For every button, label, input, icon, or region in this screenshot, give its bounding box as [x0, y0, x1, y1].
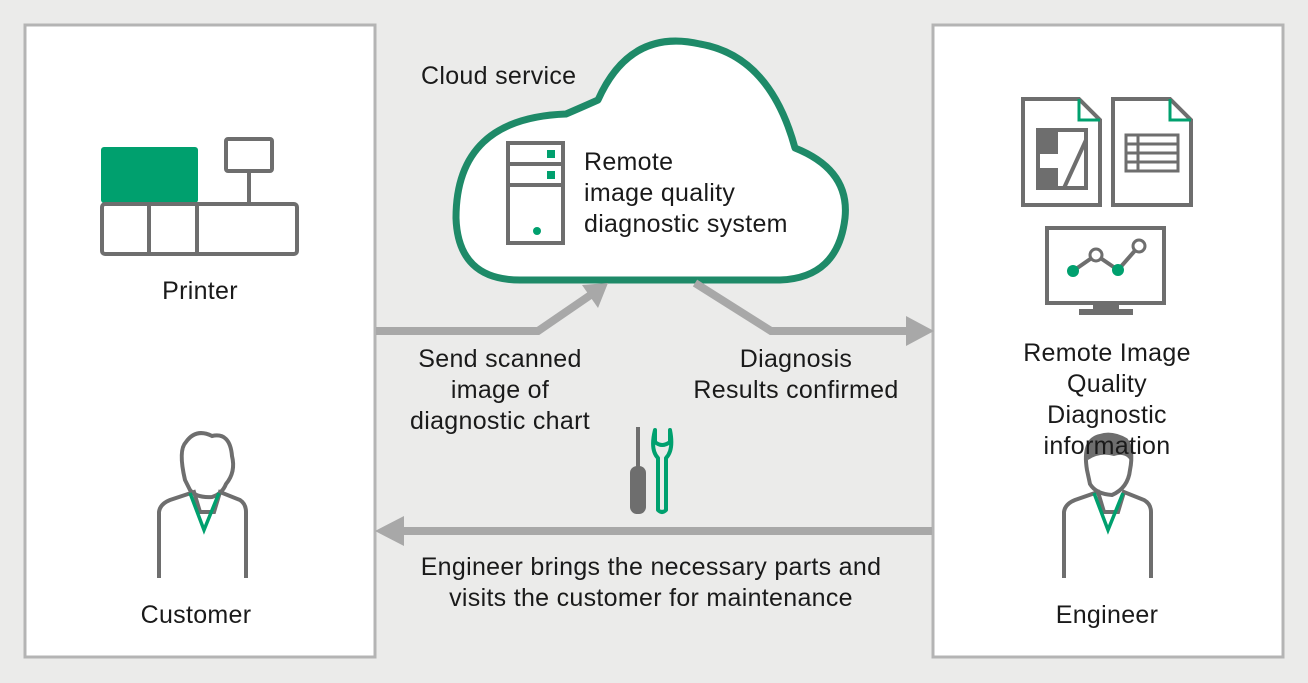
customer-person-icon — [157, 431, 248, 578]
wrench-icon — [651, 428, 674, 514]
diagnosis-results-label: Diagnosis Results confirmed — [693, 345, 899, 404]
table-document-icon — [1111, 97, 1193, 207]
diagnostic-system-label: Remote image quality diagnostic system — [584, 148, 788, 238]
server-icon — [506, 141, 565, 245]
diagnostic-information-label: Remote Image Quality Diagnostic informat… — [1023, 339, 1191, 460]
screwdriver-icon — [630, 427, 646, 514]
report-document-icon — [1021, 97, 1102, 207]
cloud-service-label: Cloud service — [421, 62, 577, 90]
printer-icon — [100, 137, 299, 256]
engineer-person-icon — [1062, 432, 1153, 578]
engineer-side-panel — [931, 23, 1285, 659]
diagnosis-arrow — [692, 279, 934, 346]
maintenance-label: Engineer brings the necessary parts and … — [420, 553, 882, 612]
customer-side-panel — [23, 23, 377, 659]
printer-label: Printer — [162, 277, 238, 305]
customer-label: Customer — [140, 601, 252, 629]
engineer-label: Engineer — [1055, 601, 1159, 629]
send-image-label: Send scanned image of diagnostic chart — [410, 345, 590, 435]
monitor-chart-icon — [1045, 226, 1166, 315]
send-arrow — [376, 283, 608, 335]
maintenance-arrow — [375, 516, 932, 546]
cloud-shape — [452, 37, 849, 284]
